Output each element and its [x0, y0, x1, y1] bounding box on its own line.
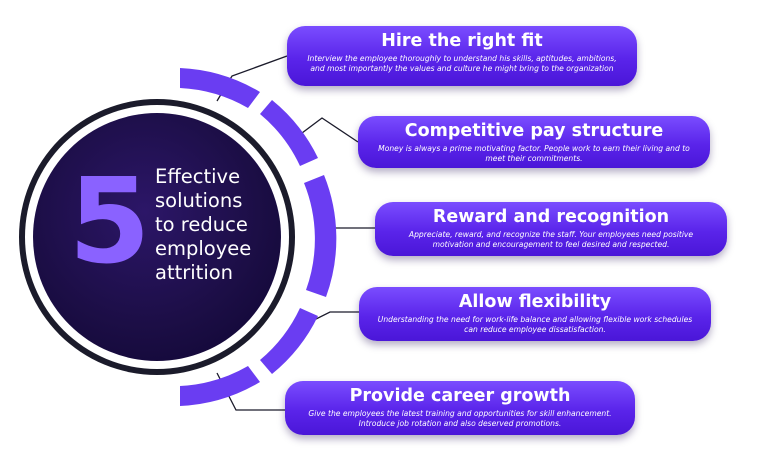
- card-title: Allow flexibility: [458, 292, 612, 312]
- card-description: Give the employees the latest training a…: [308, 409, 612, 428]
- card-title: Competitive pay structure: [404, 121, 664, 141]
- card-description: Understanding the need for work-life bal…: [377, 315, 693, 334]
- card-competitive-pay: Competitive pay structure Money is alway…: [358, 116, 710, 168]
- card-title: Hire the right fit: [381, 31, 543, 51]
- center-line-3: to reduce: [155, 213, 248, 236]
- card-allow-flexibility: Allow flexibility Understanding the need…: [359, 287, 711, 341]
- arc-segment-4: [260, 308, 318, 374]
- card-title: Provide career growth: [349, 386, 571, 406]
- center-line-2: solutions: [155, 189, 243, 212]
- card-description: Interview the employee thoroughly to und…: [307, 54, 617, 73]
- arc-segment-2: [260, 100, 318, 166]
- card-title: Reward and recognition: [432, 207, 670, 227]
- inner-circle: [33, 113, 281, 361]
- center-line-1: Effective: [155, 165, 241, 188]
- card-hire-right-fit: Hire the right fit Interview the employe…: [287, 26, 637, 86]
- card-career-growth: Provide career growth Give the employees…: [285, 381, 635, 435]
- arc-segment-5: [180, 366, 260, 406]
- arc-segment-1: [180, 68, 260, 108]
- card-description: Money is always a prime motivating facto…: [378, 144, 690, 163]
- card-reward-recognition: Reward and recognition Appreciate, rewar…: [375, 202, 727, 256]
- center-headline: Effective solutions to reduce employee a…: [155, 165, 305, 285]
- arc-segment-3: [304, 175, 337, 297]
- card-description: Appreciate, reward, and recognize the st…: [408, 230, 694, 249]
- center-line-5: attrition: [155, 261, 234, 284]
- big-number-five: 5: [68, 152, 151, 290]
- center-line-4: employee: [155, 237, 252, 260]
- arc-segments: [180, 68, 337, 406]
